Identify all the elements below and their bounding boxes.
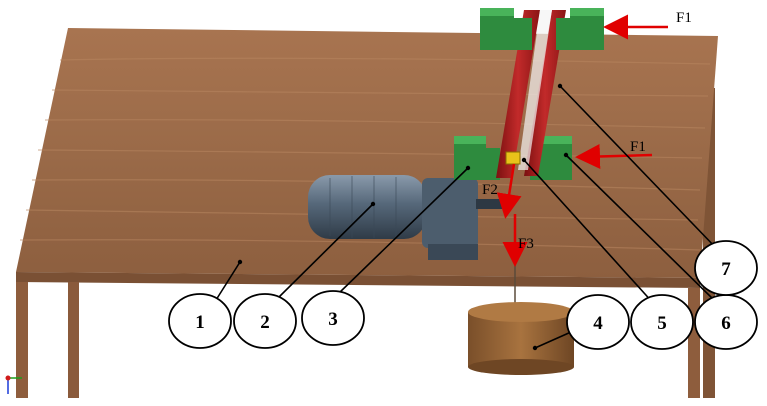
motor xyxy=(308,175,506,260)
guide-rails xyxy=(496,10,566,178)
label-f1-mid: F1 xyxy=(630,139,646,155)
rail-right xyxy=(524,10,566,176)
axis-triad-icon xyxy=(5,375,22,394)
callout-4-circle xyxy=(566,294,630,350)
callouts: 1 2 3 4 5 6 7 xyxy=(168,240,758,350)
motor-shaft xyxy=(476,199,506,209)
table-edge xyxy=(16,272,700,288)
callout-2-circle xyxy=(233,293,297,349)
callout-5: 5 xyxy=(657,313,667,334)
table-leg-front-left xyxy=(16,282,28,398)
callout-5-circle xyxy=(630,294,694,350)
bracket-upper-left xyxy=(480,8,532,50)
force-arrows xyxy=(496,14,668,267)
callout-1: 1 xyxy=(195,312,205,333)
callout-7-circle xyxy=(694,240,758,296)
upper-brackets xyxy=(480,8,604,50)
label-f2: F2 xyxy=(482,182,498,198)
label-f1-top: F1 xyxy=(676,10,692,26)
bracket-lower-left xyxy=(454,136,500,180)
motor-gearbox xyxy=(422,178,478,248)
callout-1-circle xyxy=(168,293,232,349)
arrow-f1-mid xyxy=(575,143,653,169)
lower-brackets xyxy=(454,136,572,180)
callout-4: 4 xyxy=(593,313,603,334)
leader-lines xyxy=(215,85,719,349)
bracket-upper-right xyxy=(556,8,604,50)
callout-3: 3 xyxy=(328,309,338,330)
rail-left xyxy=(496,10,540,178)
table-leg-front-mid xyxy=(68,282,79,398)
slider-block xyxy=(505,151,521,165)
label-f3: F3 xyxy=(518,236,534,252)
callout-6: 6 xyxy=(721,313,731,334)
callout-3-circle xyxy=(301,290,365,346)
arrow-f2 xyxy=(496,163,522,219)
weight xyxy=(468,258,574,375)
callout-2: 2 xyxy=(260,312,270,333)
callout-7: 7 xyxy=(721,259,731,280)
table-leg-front-right xyxy=(688,288,700,398)
weight-top xyxy=(468,302,574,322)
motor-body xyxy=(308,175,426,239)
